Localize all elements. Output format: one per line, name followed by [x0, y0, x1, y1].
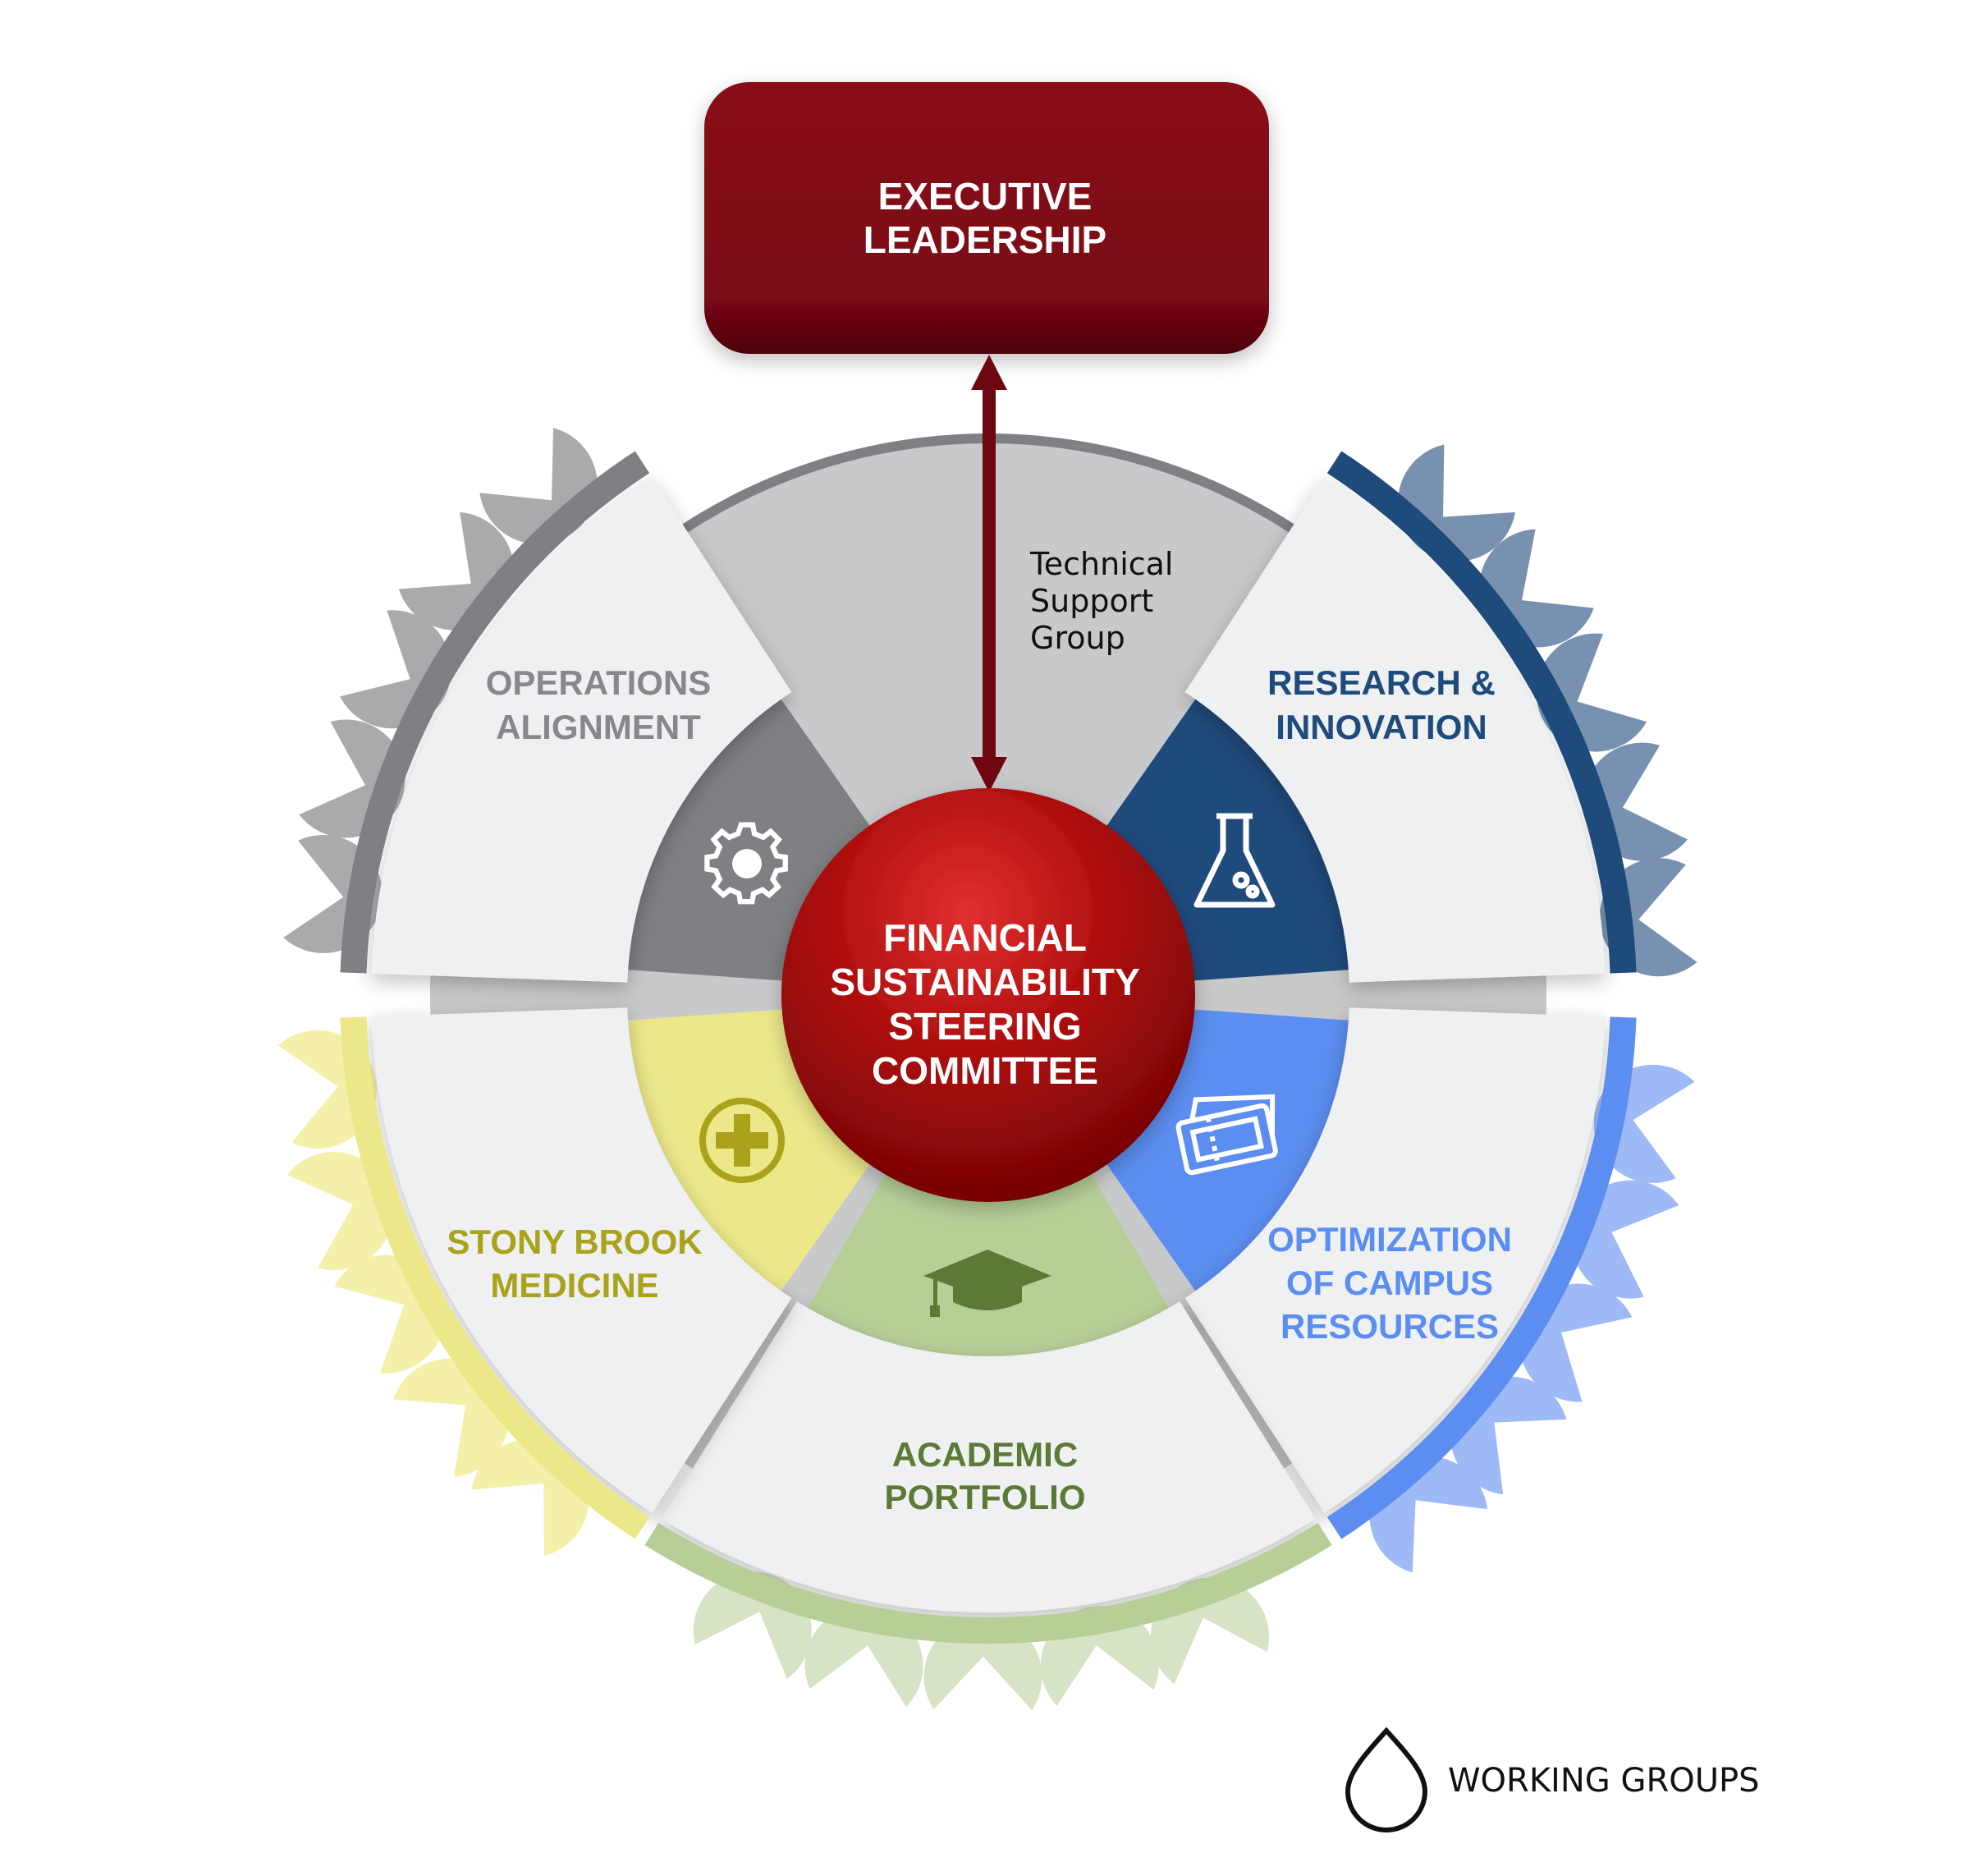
medicine-working-group-drop[interactable]: [471, 1439, 589, 1556]
operations-label-1: OPERATIONS: [486, 663, 712, 702]
operations-working-group-drop[interactable]: [479, 428, 598, 544]
drop-icon: [1345, 1727, 1428, 1832]
optimization-segment[interactable]: [1184, 1007, 1606, 1513]
optimization-label-3: RESOURCES: [1280, 1307, 1499, 1346]
medicine-label-2: MEDICINE: [490, 1266, 658, 1305]
research-label-1: RESEARCH &: [1267, 663, 1496, 702]
center-line-1: FINANCIAL: [883, 916, 1087, 959]
academic-outer-arc: [644, 1522, 1332, 1644]
center-line-3: STEERING: [888, 1005, 1081, 1048]
research-working-group-drop[interactable]: [1398, 444, 1516, 562]
operations-label-2: ALIGNMENT: [496, 708, 701, 746]
executive-line-2: LEADERSHIP: [864, 218, 1106, 261]
optimization-label-1: OPTIMIZATION: [1267, 1220, 1512, 1259]
legend-label: WORKING GROUPS: [1448, 1762, 1760, 1800]
executive-line-1: EXECUTIVE: [878, 175, 1093, 218]
arrow-up-icon: [971, 355, 1007, 390]
medicine-segment[interactable]: [371, 1007, 792, 1513]
academic-label-1: ACADEMIC: [892, 1435, 1078, 1474]
technical-support-line-2: Support: [1030, 583, 1153, 619]
academic-segment[interactable]: [661, 1301, 1316, 1612]
steering-committee-circle[interactable]: [781, 788, 1195, 1202]
technical-support-arc: [666, 433, 1311, 544]
technical-support-line-1: Technical: [1029, 546, 1174, 582]
center-line-2: SUSTAINABILITY: [830, 961, 1139, 1003]
research-segment[interactable]: [1184, 477, 1606, 983]
medicine-label-1: STONY BROOK: [447, 1222, 702, 1261]
arrow-down-icon: [971, 757, 1007, 792]
optimization-label-2: OF CAMPUS: [1286, 1264, 1493, 1302]
medicine-working-group-drop[interactable]: [286, 1152, 393, 1271]
technical-support-line-3: Group: [1030, 620, 1125, 656]
executive-leadership-box[interactable]: [704, 82, 1269, 354]
gear-icon: [704, 822, 788, 905]
optimization-inner-sector: [1103, 1009, 1349, 1291]
operations-inner-sector: [628, 699, 873, 981]
bidirectional-arrow: [971, 355, 1007, 792]
operations-segment[interactable]: [371, 477, 792, 983]
center-line-4: COMMITTEE: [872, 1049, 1098, 1092]
research-inner-sector: [1103, 699, 1349, 981]
flask-icon: [1193, 813, 1276, 908]
medical-plus-icon: [699, 1098, 785, 1183]
research-label-2: INNOVATION: [1276, 708, 1487, 746]
academic-label-2: PORTFOLIO: [885, 1478, 1086, 1516]
medicine-inner-sector: [628, 1009, 873, 1291]
tickets-icon: [1175, 1094, 1278, 1176]
graduation-cap-icon: [923, 1250, 1051, 1317]
